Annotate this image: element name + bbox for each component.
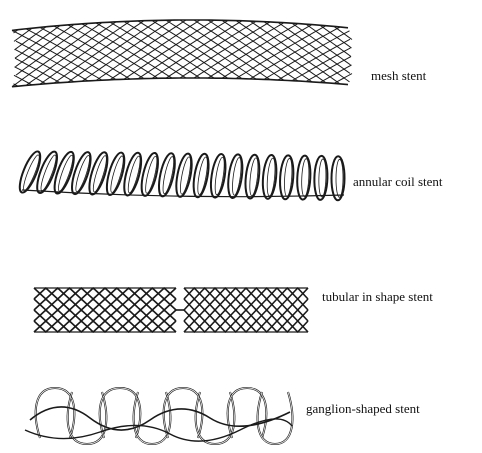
mesh-stent-label: mesh stent bbox=[371, 69, 426, 82]
annular-coil-stent-label: annular coil stent bbox=[353, 175, 443, 188]
mesh-strand bbox=[180, 22, 270, 78]
coil-loop-inner bbox=[266, 158, 276, 196]
mesh-stent-drawing bbox=[12, 20, 352, 87]
mesh-edge-bottom bbox=[12, 78, 348, 87]
coil-loop bbox=[243, 154, 261, 199]
coil-loop-inner bbox=[21, 154, 42, 192]
coil-loop bbox=[68, 150, 94, 196]
mesh-strand bbox=[16, 41, 88, 81]
mesh-strand bbox=[15, 26, 60, 59]
mesh-strand bbox=[68, 20, 158, 82]
tubular-stent-drawing bbox=[34, 288, 308, 332]
ganglion-wire bbox=[25, 419, 292, 441]
coil-loop bbox=[226, 154, 245, 199]
coil-loop bbox=[208, 153, 228, 198]
annular-coil-stent-drawing bbox=[16, 149, 345, 200]
mesh-strand bbox=[82, 20, 172, 81]
ganglion-shaped-stent-drawing bbox=[25, 388, 292, 444]
coil-loop-inner bbox=[336, 159, 343, 197]
mesh-strand bbox=[110, 20, 200, 80]
mesh-strand bbox=[194, 23, 284, 78]
coil-loop bbox=[279, 155, 295, 200]
coil-loop bbox=[191, 153, 211, 199]
coil-loop-inner bbox=[248, 157, 259, 196]
mesh-strand bbox=[96, 20, 186, 81]
tubular-stent-label: tubular in shape stent bbox=[322, 290, 433, 303]
ganglion-shaped-stent-label: ganglion-shaped stent bbox=[306, 402, 420, 415]
mesh-strand bbox=[110, 22, 200, 78]
coil-loop bbox=[261, 154, 278, 199]
